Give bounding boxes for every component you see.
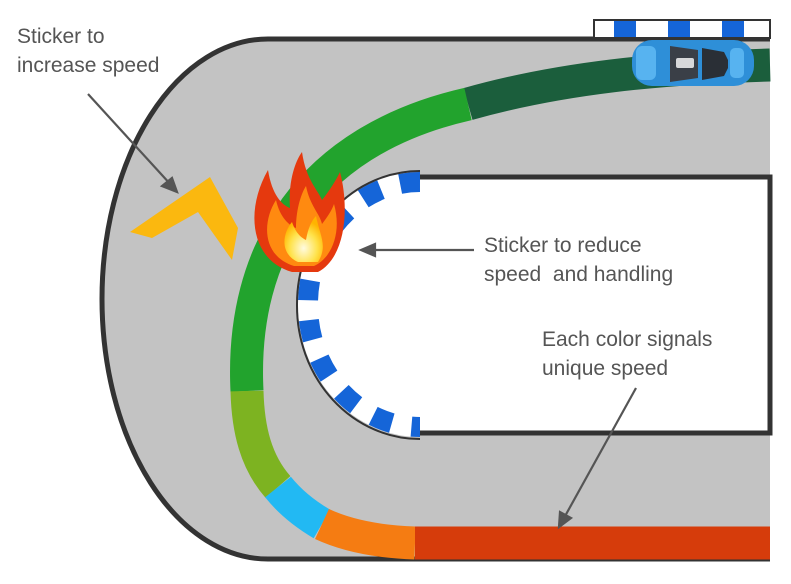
color-speed-label-line-2: unique speed (542, 357, 669, 380)
chevron-sticker-icon (130, 177, 238, 260)
inner-curb (295, 170, 421, 440)
fire-icon (254, 152, 345, 272)
color-speed-arrow (563, 387, 637, 519)
reduce-speed-label: Sticker to reduce speed and handling (484, 231, 673, 289)
increase-speed-arrow (87, 93, 173, 187)
increase-speed-label-line-2: increase speed (17, 54, 160, 77)
track-infield (299, 174, 773, 436)
increase-speed-arrowhead (159, 176, 179, 194)
speed-segment-orange (315, 508, 416, 560)
increase-speed-label: Sticker to increase speed (17, 22, 159, 80)
increase-speed-label-line-1: Sticker to (17, 25, 105, 48)
color-speed-label-line-1: Each color signals (542, 328, 713, 351)
speed-segment-lime (230, 390, 291, 498)
car-icon (632, 40, 754, 86)
reduce-speed-label-line-1: Sticker to reduce (484, 234, 642, 257)
color-speed-label: Each color signals unique speed (542, 325, 712, 383)
speed-segment-light-blue (265, 476, 331, 539)
checkered-flag-icon (593, 19, 771, 39)
annotation-arrows (87, 93, 637, 530)
reduce-speed-label-line-2: speed and handling (484, 263, 674, 286)
reduce-speed-arrowhead (358, 242, 377, 258)
color-speed-arrowhead (557, 510, 574, 530)
